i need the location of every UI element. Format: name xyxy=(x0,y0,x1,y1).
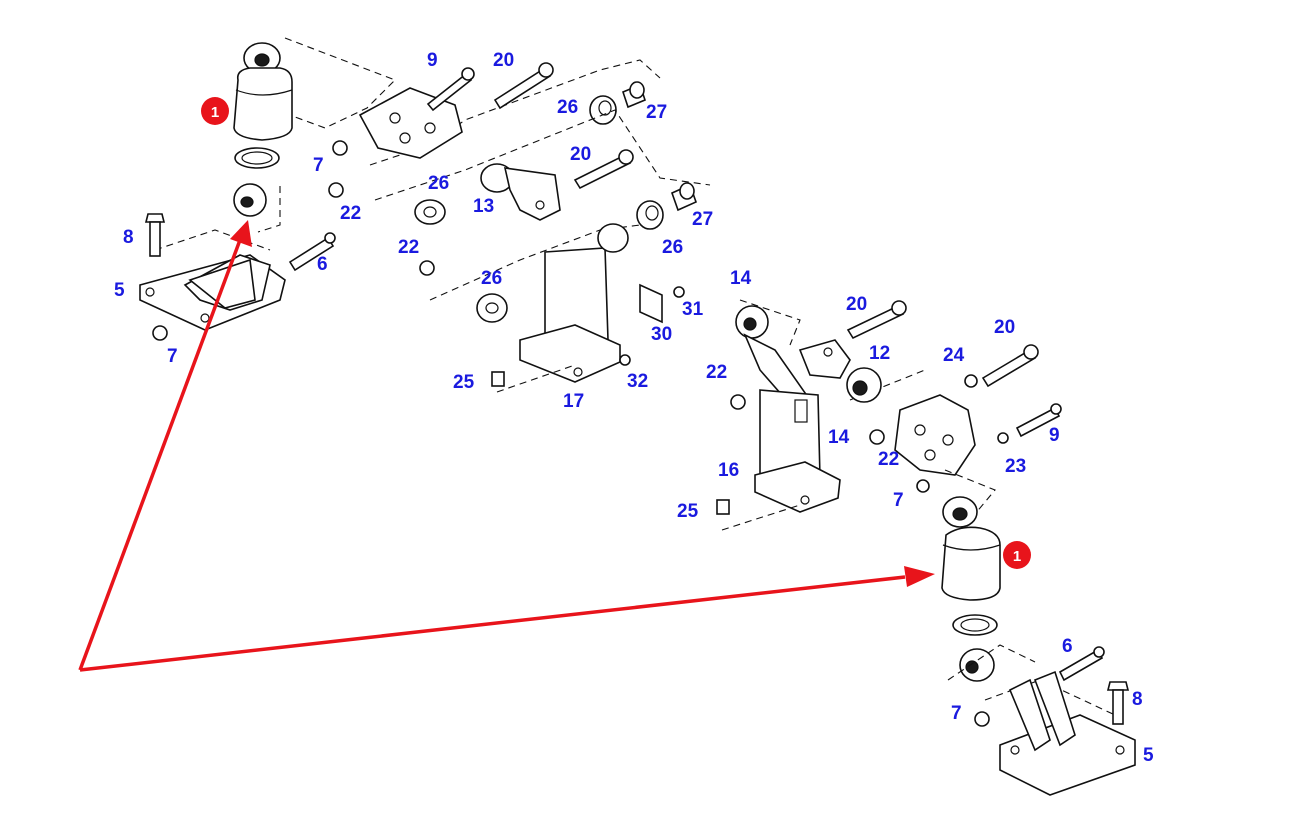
part-label: 22 xyxy=(340,203,361,224)
part-label: 8 xyxy=(1132,689,1143,710)
part-label: 22 xyxy=(398,237,419,258)
part-label: 25 xyxy=(453,372,475,393)
part-label: 22 xyxy=(706,362,727,383)
part-label: 26 xyxy=(428,173,449,194)
shock-absorber-left xyxy=(233,37,396,233)
part-label: 5 xyxy=(1143,745,1154,766)
part-label: 24 xyxy=(943,345,965,366)
bracket-16 xyxy=(754,389,841,513)
nut-22-middle xyxy=(419,260,435,276)
part-label: 20 xyxy=(493,50,514,71)
nut-7-upper xyxy=(332,140,348,156)
nut-22-lower xyxy=(869,429,885,445)
roller-14 xyxy=(846,367,926,403)
part-label: 5 xyxy=(114,280,125,301)
link-arm-14 xyxy=(735,299,812,412)
callout-badge-right: 1 xyxy=(1003,541,1031,569)
bolt-25-upper xyxy=(491,364,576,393)
bolt-20-lower-b xyxy=(981,344,1039,388)
part-label: 7 xyxy=(893,490,904,511)
part-label: 13 xyxy=(473,196,494,217)
part-label: 9 xyxy=(427,50,438,71)
part-label: 8 xyxy=(123,227,134,248)
link-12 xyxy=(798,339,851,379)
part-label: 14 xyxy=(730,268,752,289)
bolt-20-lower-a xyxy=(846,300,907,340)
bolt-9-lower xyxy=(1015,403,1062,438)
sleeve-27-upper xyxy=(622,81,646,109)
bolt-25-lower xyxy=(716,499,801,531)
nut-32 xyxy=(619,354,631,366)
screw-31 xyxy=(673,286,685,298)
part-label: 20 xyxy=(994,317,1015,338)
nut-22-right xyxy=(730,394,746,410)
part-label: 26 xyxy=(481,268,502,289)
nut-7-right xyxy=(916,479,930,493)
arrow-line-to-right xyxy=(79,575,906,672)
part-label: 9 xyxy=(1049,425,1060,446)
part-label: 12 xyxy=(869,343,890,364)
callout-badge-left: 1 xyxy=(201,97,229,125)
part-label: 7 xyxy=(313,155,324,176)
arrow-line-to-left xyxy=(78,239,242,671)
part-label: 20 xyxy=(846,294,867,315)
bolt-6-left xyxy=(288,232,336,272)
callout-text: 1 xyxy=(1013,548,1021,565)
clip-30 xyxy=(639,283,663,324)
mounting-plate-lower xyxy=(894,394,976,476)
part-label: 30 xyxy=(651,324,672,345)
part-label: 31 xyxy=(682,299,704,320)
callout-text: 1 xyxy=(211,104,219,121)
nut-7-left xyxy=(152,325,168,341)
part-label: 20 xyxy=(570,144,591,165)
bolt-8-right xyxy=(1106,681,1130,725)
part-label: 14 xyxy=(828,427,850,448)
bolt-6-right xyxy=(1058,646,1105,682)
arrow-head-left xyxy=(230,220,252,247)
part-label: 23 xyxy=(1005,456,1026,477)
bushing-26-right xyxy=(636,200,664,230)
part-label: 26 xyxy=(662,237,683,258)
part-label: 22 xyxy=(878,449,899,470)
part-label: 17 xyxy=(563,391,584,412)
part-label: 32 xyxy=(627,371,648,392)
part-label: 7 xyxy=(951,703,962,724)
bushing-26-lower xyxy=(476,293,508,323)
shock-absorber-right xyxy=(941,469,1036,682)
sleeve-27-middle xyxy=(670,182,698,212)
bushing-26-middle xyxy=(414,199,446,225)
bolt-9-upper xyxy=(426,67,475,112)
indicator-arrows xyxy=(78,220,935,672)
part-label: 16 xyxy=(718,460,739,481)
part-label: 27 xyxy=(646,102,667,123)
bolt-20-upper xyxy=(493,62,554,110)
bushing-26-upper xyxy=(589,95,617,125)
nut-22-upper xyxy=(328,182,344,198)
part-labels: 9 20 26 27 7 22 26 13 20 22 27 26 26 8 6… xyxy=(114,50,1154,766)
bolt-20-middle xyxy=(573,149,634,190)
base-bracket-right xyxy=(984,670,1136,796)
bolt-8-left xyxy=(144,213,166,257)
part-label: 6 xyxy=(317,254,328,275)
nut-7-right-lower xyxy=(974,711,990,727)
bracket-17 xyxy=(429,223,641,383)
lever-13 xyxy=(374,109,711,221)
part-label: 6 xyxy=(1062,636,1073,657)
washer-23 xyxy=(997,432,1009,444)
base-bracket-left xyxy=(139,229,286,331)
part-label: 7 xyxy=(167,346,178,367)
washer-24 xyxy=(964,374,978,388)
part-label: 26 xyxy=(557,97,578,118)
part-label: 25 xyxy=(677,501,699,522)
arrow-head-right xyxy=(904,566,935,587)
part-label: 27 xyxy=(692,209,713,230)
